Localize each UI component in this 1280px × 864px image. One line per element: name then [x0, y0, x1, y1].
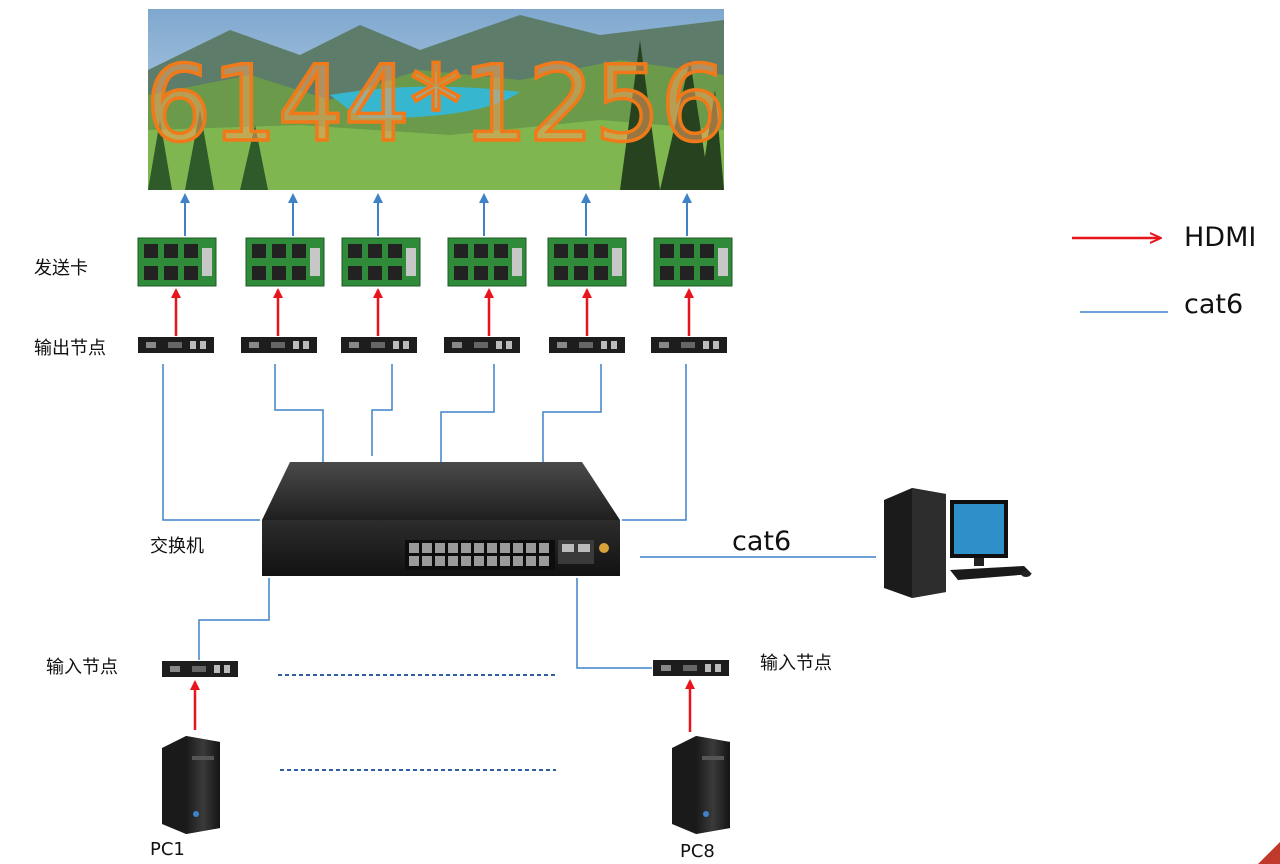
sending-card-6 — [653, 237, 733, 287]
output-node-6 — [651, 337, 727, 353]
cat6-output-links — [162, 364, 687, 521]
output-node-5 — [549, 337, 625, 353]
cat6-link-label: cat6 — [732, 526, 791, 557]
output-node-1 — [138, 337, 214, 353]
output-node-3 — [341, 337, 417, 353]
sending-card-4 — [447, 237, 527, 287]
output-node-2 — [241, 337, 317, 353]
hdmi-arrows-to-cards — [171, 288, 694, 336]
legend-hdmi-label: HDMI — [1184, 222, 1256, 253]
pc1-label: PC1 — [150, 839, 185, 860]
output-node-4 — [444, 337, 520, 353]
input-node-left — [162, 661, 238, 677]
output-node-row — [138, 337, 727, 353]
cat6-input-links — [198, 578, 652, 669]
sending-card-row — [137, 237, 733, 287]
cat6-arrows-to-screen — [180, 193, 692, 236]
sending-card-5 — [547, 237, 627, 287]
input-node-right-label: 输入节点 — [760, 653, 832, 674]
desktop-computer — [884, 488, 1032, 598]
sending-card-3 — [341, 237, 421, 287]
pc1-tower — [162, 736, 220, 834]
network-switch — [262, 462, 620, 576]
sending-card-label: 发送卡 — [34, 258, 88, 279]
hdmi-arrows-to-input — [190, 679, 695, 732]
pc8-label: PC8 — [680, 841, 715, 862]
input-node-right — [653, 660, 729, 676]
corner-decoration — [1258, 842, 1280, 864]
sending-card-2 — [245, 237, 325, 287]
legend: HDMI cat6 — [1072, 222, 1256, 320]
input-node-left-label: 输入节点 — [46, 657, 118, 678]
output-node-label: 输出节点 — [34, 338, 106, 359]
resolution-text: 6144*1256 — [145, 43, 726, 165]
pc8-tower — [672, 736, 730, 834]
legend-cat6-label: cat6 — [1184, 289, 1243, 320]
sending-card-1 — [137, 237, 217, 287]
led-screen: 6144*1256 — [144, 9, 728, 190]
switch-label: 交换机 — [150, 536, 204, 557]
